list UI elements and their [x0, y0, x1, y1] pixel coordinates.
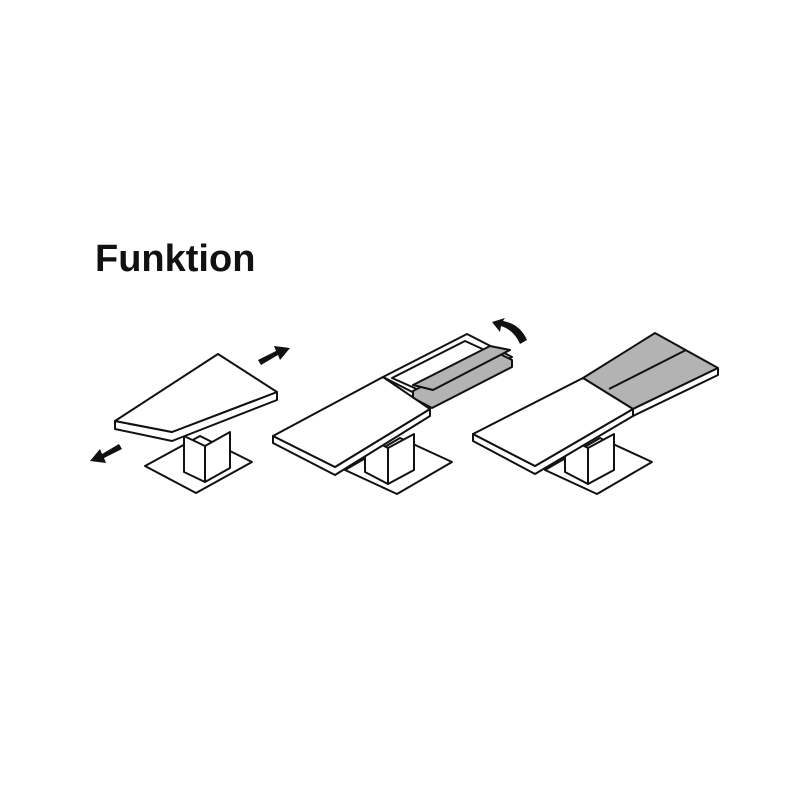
- folded-leaf-upper: [412, 345, 511, 391]
- tabletop: [272, 376, 431, 468]
- double-arrow-icon: [90, 346, 290, 463]
- pedestal-side: [204, 431, 231, 483]
- pedestal-side: [587, 433, 615, 485]
- curved-arrow-icon: [492, 318, 527, 344]
- table-unfolding: [272, 318, 527, 495]
- tabletop: [472, 377, 634, 467]
- table-extended: [472, 332, 719, 495]
- pedestal-side: [387, 433, 415, 485]
- table-closed: [90, 346, 290, 494]
- tabletop: [114, 353, 278, 433]
- page-title: Funktion: [95, 238, 256, 280]
